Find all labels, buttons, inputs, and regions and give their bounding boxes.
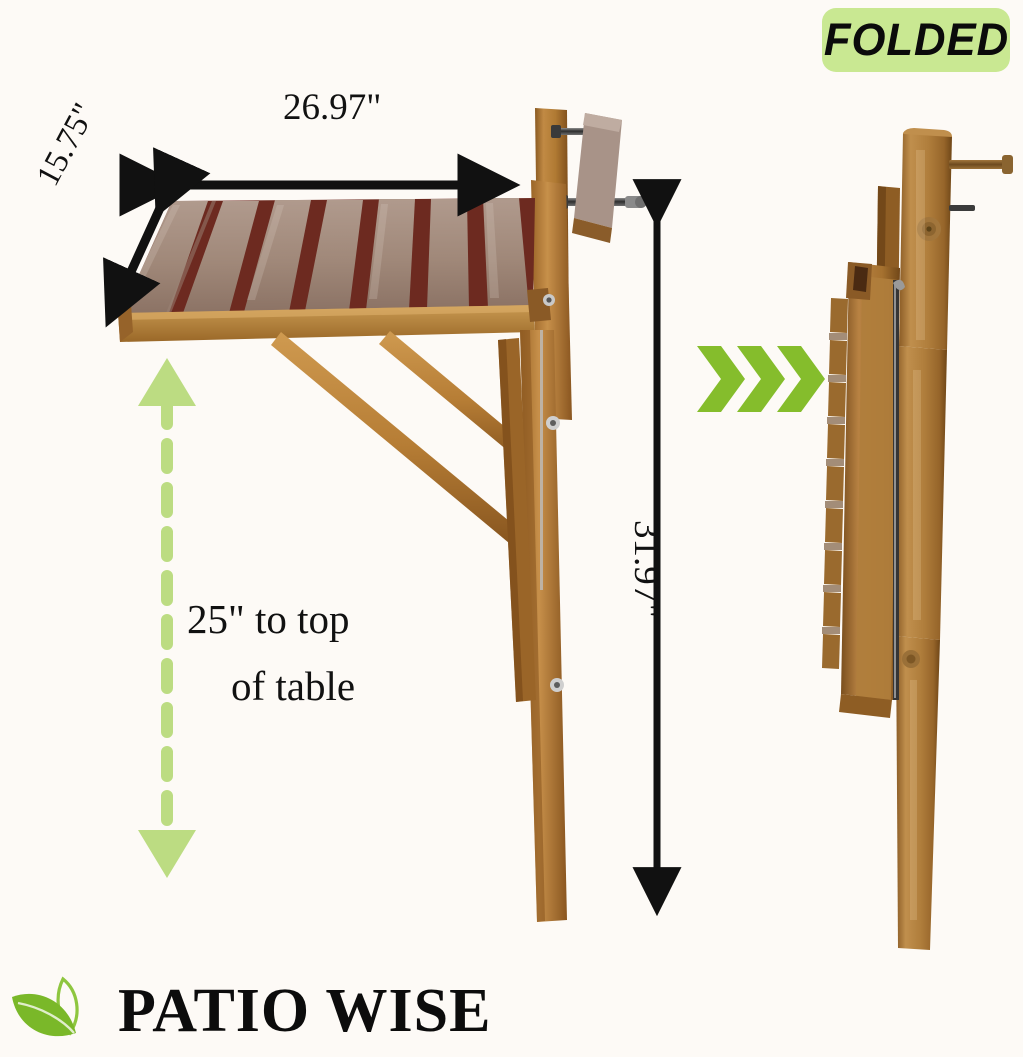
leaf-icon [12, 976, 79, 1037]
brand-logo: PATIO WISE [8, 968, 528, 1054]
clearance-label-line2: of table [231, 663, 356, 709]
folded-slat-shadows [822, 333, 847, 634]
brand-name: PATIO WISE [118, 976, 492, 1045]
folded-slat-edges [822, 298, 848, 669]
clearance-label-line1: 25" to top [187, 596, 350, 642]
clearance-dimension-arrow [138, 358, 196, 878]
transition-chevrons-icon [697, 346, 825, 412]
folded-table-illustration [822, 128, 1013, 950]
folded-badge: FOLDED [822, 8, 1010, 72]
unfolded-table-illustration [118, 108, 647, 922]
height-dimension-label: 31.97" [626, 520, 667, 619]
depth-dimension-arrow [103, 147, 211, 328]
folded-badge-label: FOLDED [823, 14, 1009, 65]
width-dimension-label: 26.97" [283, 87, 382, 128]
